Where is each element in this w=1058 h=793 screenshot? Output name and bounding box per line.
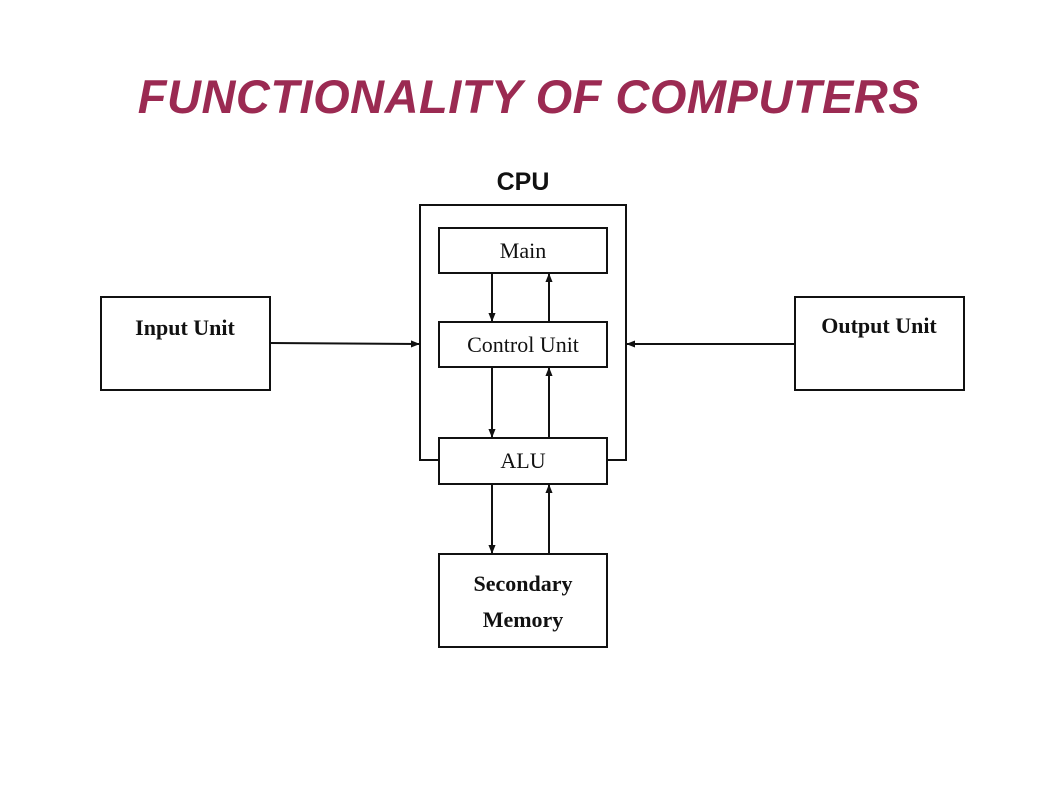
main-memory-box: Main: [438, 227, 608, 274]
alu-box: ALU: [438, 437, 608, 485]
slide-title: FUNCTIONALITY OF COMPUTERS: [137, 70, 921, 123]
cpu-label: CPU: [497, 168, 550, 196]
alu-label: ALU: [500, 448, 545, 473]
secondary-memory-box: Secondary Memory: [438, 553, 608, 648]
input-unit-label: Input Unit: [135, 315, 235, 340]
secondary-memory-label-line1: Secondary: [474, 571, 573, 596]
output-unit-label: Output Unit: [821, 313, 937, 338]
control-unit-box: Control Unit: [438, 321, 608, 368]
cpu-container: [419, 204, 627, 461]
arrow-input-to-cpu: [269, 340, 420, 348]
main-memory-label: Main: [500, 238, 546, 263]
output-unit-box: Output Unit: [794, 296, 965, 391]
input-unit-box: Input Unit: [100, 296, 271, 391]
control-unit-label: Control Unit: [467, 332, 579, 357]
secondary-memory-label-line2: Memory: [483, 607, 564, 632]
